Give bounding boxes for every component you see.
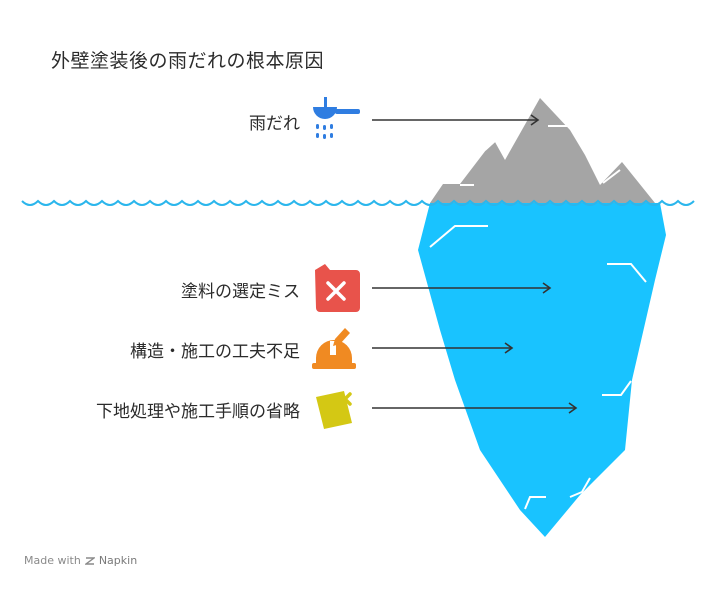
label-rain-drip: 雨だれ	[249, 114, 300, 134]
arrow-structure-head	[504, 342, 514, 354]
label-paint-selection: 塗料の選定ミス	[181, 282, 300, 302]
label-prep: 下地処理や施工手順の省略	[96, 402, 300, 422]
napkin-logo-icon	[84, 556, 95, 565]
iceberg-tip-highlights	[460, 125, 621, 186]
footer: Made with Napkin	[24, 554, 137, 567]
label-structure: 構造・施工の工夫不足	[130, 342, 300, 362]
arrow-rain-head	[530, 114, 540, 126]
iceberg-underwater	[418, 203, 666, 537]
water-line	[21, 199, 695, 206]
iceberg-tip	[430, 98, 655, 203]
iceberg-highlights	[429, 225, 647, 510]
diagram-title: 外壁塗装後の雨だれの根本原因	[51, 50, 325, 72]
hardhat-pencil-icon	[312, 328, 356, 369]
rain-gutter-icon	[313, 97, 360, 139]
arrow-prep-head	[568, 402, 578, 414]
gas-can-x-icon	[315, 264, 360, 312]
arrow-paint-head	[542, 282, 552, 294]
footer-made-with: Made with	[24, 554, 81, 567]
note-x-icon	[316, 391, 352, 429]
footer-brand: Napkin	[98, 554, 138, 567]
